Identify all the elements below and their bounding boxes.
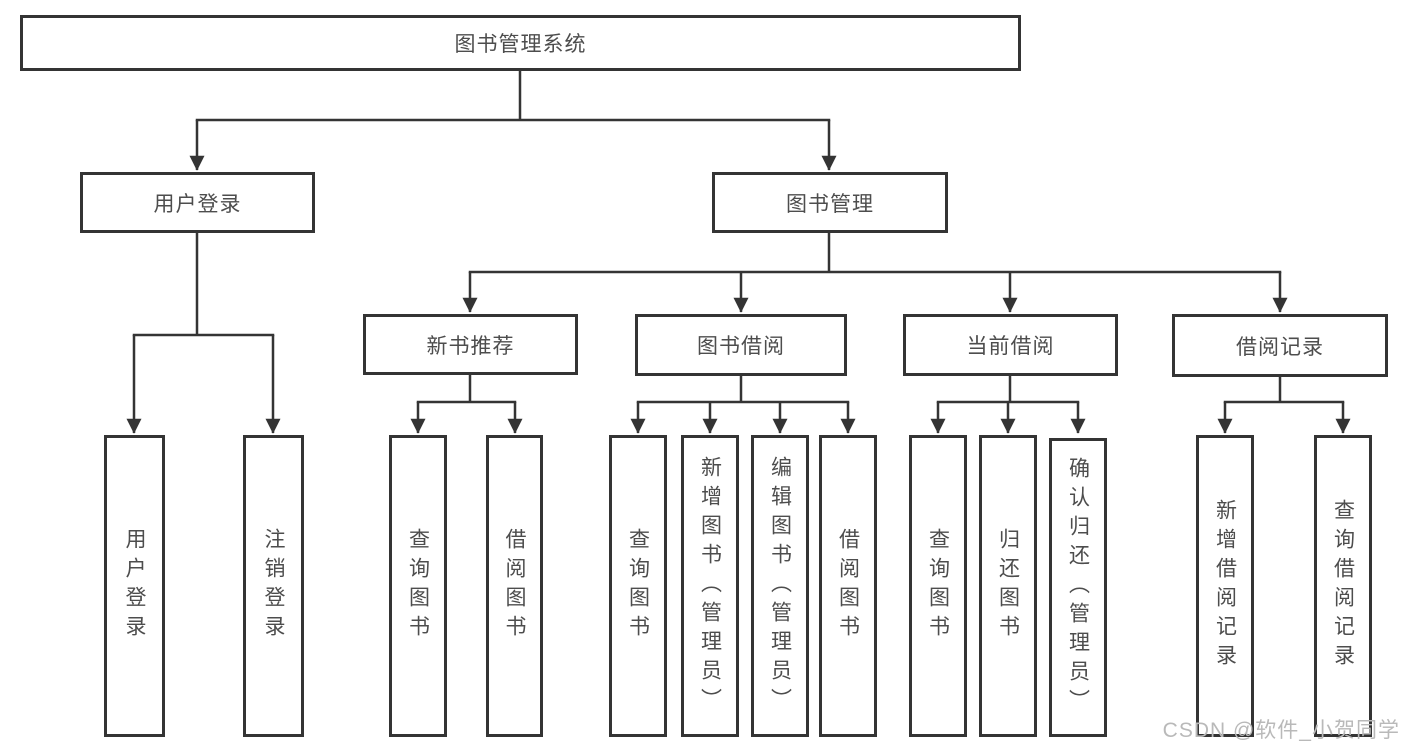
- node-label: 用户登录: [153, 192, 242, 216]
- node-leaf-query-borrow-record: 查询借阅记录: [1314, 435, 1372, 737]
- node-borrowing-records: 借阅记录: [1172, 314, 1388, 377]
- node-leaf-borrow-books-recommend: 借阅图书: [486, 435, 543, 737]
- node-label: 新增借阅记录: [1213, 499, 1237, 673]
- node-label: 查询图书: [926, 528, 950, 644]
- node-label: 查询图书: [626, 528, 650, 644]
- node-new-book-recommend: 新书推荐: [363, 314, 578, 375]
- node-leaf-query-books-current: 查询图书: [909, 435, 967, 737]
- node-label: 借阅记录: [1236, 335, 1324, 359]
- node-leaf-query-books-recommend: 查询图书: [389, 435, 447, 737]
- node-label: 注销登录: [262, 528, 285, 644]
- node-leaf-edit-book-admin: 编辑图书（管理员）: [751, 435, 809, 737]
- node-label: 当前借阅: [966, 335, 1055, 358]
- node-book-borrowing: 图书借阅: [635, 314, 847, 376]
- node-label: 确认归还（管理员）: [1066, 457, 1090, 718]
- node-label: 查询借阅记录: [1331, 499, 1355, 673]
- node-label: 新书推荐: [426, 334, 515, 358]
- node-book-management: 图书管理: [712, 172, 948, 233]
- node-library-system: 图书管理系统: [20, 15, 1021, 71]
- node-leaf-add-borrow-record: 新增借阅记录: [1196, 435, 1254, 737]
- node-label: 归还图书: [996, 528, 1020, 644]
- node-label: 用户登录: [123, 528, 146, 644]
- node-label: 借阅图书: [503, 528, 526, 644]
- node-label: 图书管理: [786, 192, 874, 216]
- node-label: 编辑图书（管理员）: [768, 455, 792, 717]
- node-leaf-return-book: 归还图书: [979, 435, 1037, 737]
- node-leaf-query-books-borrowing: 查询图书: [609, 435, 667, 737]
- node-label: 图书借阅: [697, 335, 785, 358]
- node-leaf-add-book-admin: 新增图书（管理员）: [681, 435, 739, 737]
- node-leaf-confirm-return-admin: 确认归还（管理员）: [1049, 438, 1107, 737]
- node-label: 图书管理系统: [454, 33, 587, 56]
- node-label: 新增图书（管理员）: [698, 455, 722, 717]
- node-current-borrowing: 当前借阅: [903, 314, 1118, 376]
- watermark-csdn: CSDN @软件_小贺同学: [1162, 719, 1400, 742]
- node-user-login: 用户登录: [80, 172, 315, 233]
- node-leaf-borrow-books-borrowing: 借阅图书: [819, 435, 877, 737]
- node-label: 借阅图书: [836, 528, 860, 644]
- node-leaf-logout: 注销登录: [243, 435, 304, 737]
- node-label: 查询图书: [406, 528, 430, 644]
- node-leaf-user-login: 用户登录: [104, 435, 165, 737]
